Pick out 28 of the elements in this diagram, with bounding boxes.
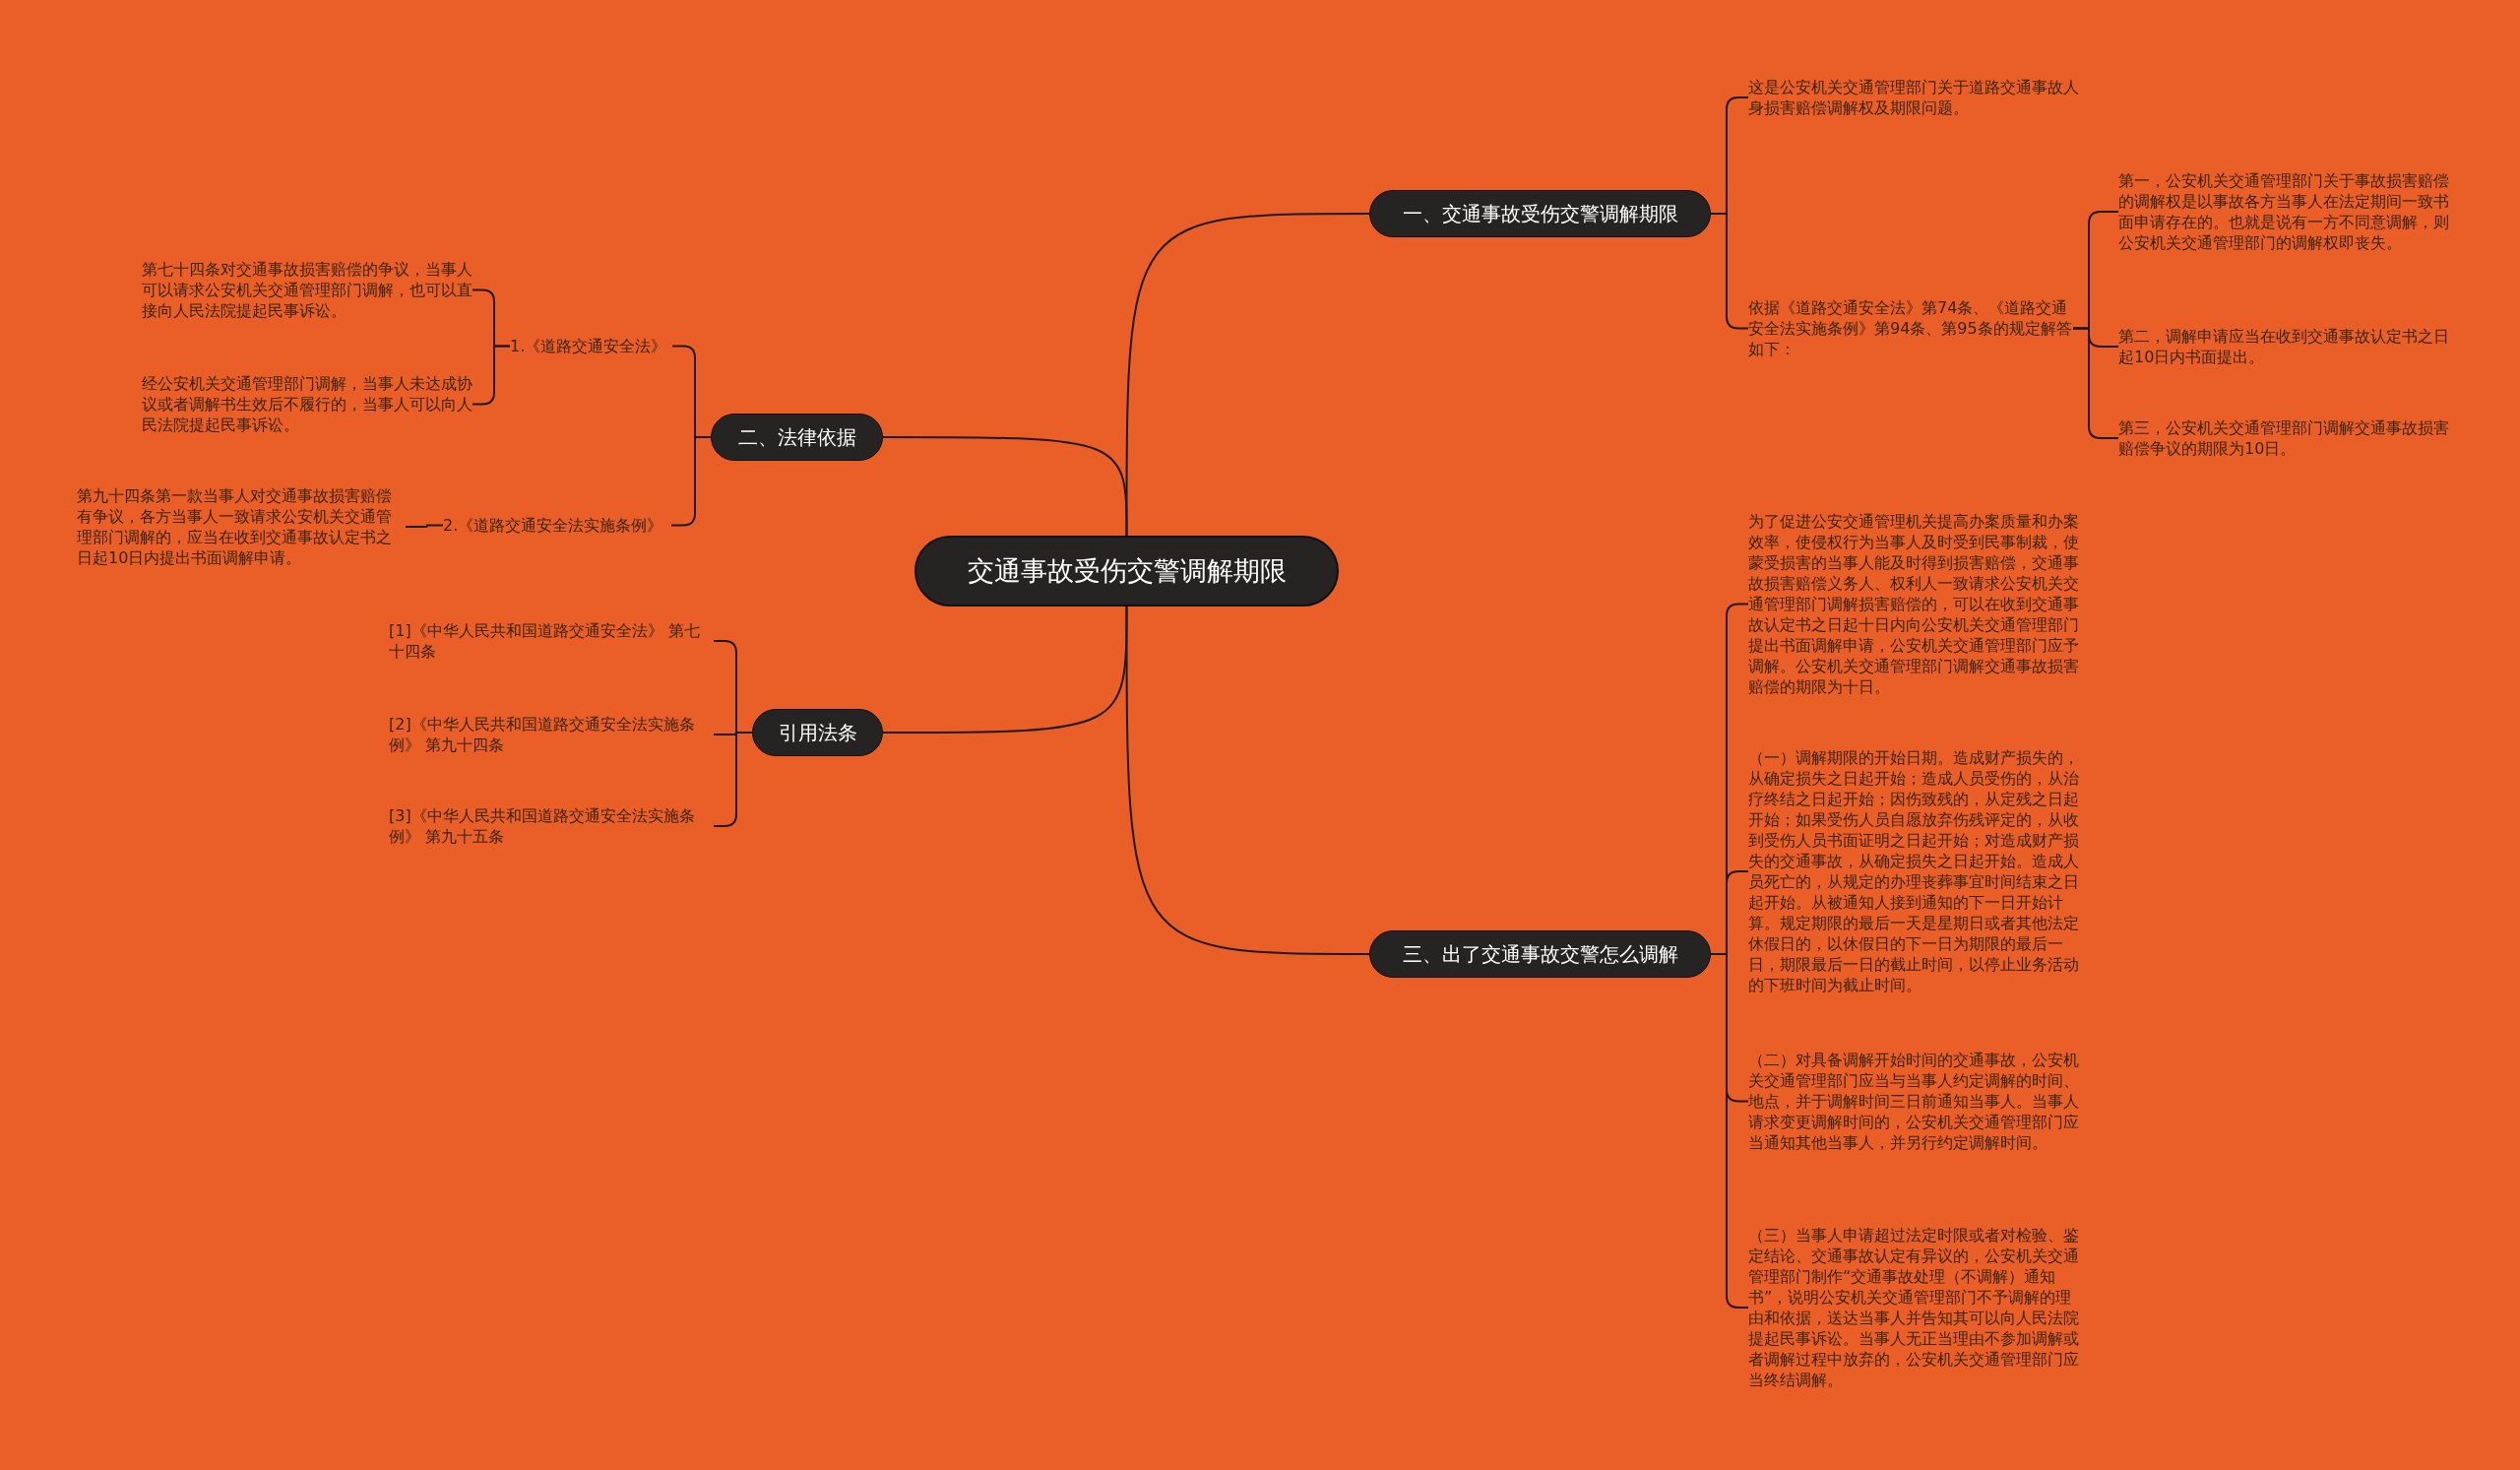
note-text: 2.《道路交通安全法实施条例》 (443, 515, 664, 536)
note-text: 第一，公安机关交通管理部门关于事故损害赔偿的调解权是以事故各方当事人在法定期间一致书面申请存在的。也就是说有一方不同意调解，则公安机关交通管理部门的调解权即丧失。 (2118, 170, 2450, 253)
connector-line (405, 524, 444, 528)
topic-node: 三、出了交通事故交警怎么调解 (1369, 930, 1711, 978)
connector-line (882, 606, 1128, 734)
note-text: 1.《道路交通安全法》 (510, 336, 668, 356)
note-text: 第七十四条对交通事故损害赔偿的争议，当事人可以请求公安机关交通管理部门调解，也可以直接向人民法院提起民事诉讼。 (142, 259, 472, 321)
connector-line (1125, 213, 1370, 537)
note-text: 依据《道路交通安全法》第74条、《道路交通安全法实施条例》第94条、第95条的规定解答如下： (1748, 297, 2073, 359)
note-text: 为了促进公安交通管理机关提高办案质量和办案效率，使侵权行为当事人及时受到民事制裁，使蒙受损害的当事人能及时得到损害赔偿，交通事故损害赔偿义务人、权利人一致请求公安机关交通管理部门调解损害赔偿的，可以在收到交通事故认定书之日起十日内向公安机关交通管理部门提出书面调解申请，公安机关交通管理部门应予调解。公安机关交通管理部门调解交通事故损害赔偿的期限为十日。 (1748, 511, 2079, 697)
central-topic-node: 交通事故受伤交警调解期限 (914, 536, 1339, 607)
connector-line (882, 436, 1128, 537)
note-text: [3]《中华人民共和国道路交通安全法实施条例》 第九十五条 (389, 805, 696, 847)
connector-line (1710, 213, 1749, 330)
note-text: 第三，公安机关交通管理部门调解交通事故损害赔偿争议的期限为10日。 (2118, 417, 2450, 459)
note-text: [2]《中华人民共和国道路交通安全法实施条例》 第九十四条 (389, 714, 696, 755)
note-text: 经公安机关交通管理部门调解，当事人未达成协议或者调解书生效后不履行的，当事人可以向人民法院提起民事诉讼。 (142, 373, 472, 435)
note-text: 第九十四条第一款当事人对交通事故损害赔偿有争议，各方当事人一致请求公安机关交通管理部门调解的，应当在收到交通事故认定书之日起10日内提出书面调解申请。 (77, 485, 393, 568)
note-text: （三）当事人申请超过法定时限或者对检验、鉴定结论、交通事故认定有异议的，公安机关交通管理部门制作“交通事故处理（不调解）通知书”，说明公安机关交通管理部门不予调解的理由和依据，送达当事人并告知其可以向人民法院提起民事诉讼。当事人无正当理由不参加调解或者调解过程中放弃的，公安机关交通管理部门应当终结调解。 (1748, 1225, 2079, 1390)
connector-line (1125, 606, 1370, 955)
note-text: （一）调解期限的开始日期。造成财产损失的，从确定损失之日起开始；造成人员受伤的，从治疗终结之日起开始；因伤致残的，从定残之日起开始；如果受伤人员自愿放弃伤残评定的，从收到受伤人员书面证明之日起开始；对造成财产损失的交通事故，从确定损失之日起开始。造成人员死亡的，从规定的办理丧葬事宜时间结束之日起开始。从被通知人接到通知的下一日开始计算。规定期限的最后一天是星期日或者其他法定休假日的，以休假日的下一日为期限的最后一日，期限最后一日的截止时间，以停止业务活动的下班时间为截止时间。 (1748, 747, 2079, 995)
topic-node: 二、法律依据 (711, 414, 883, 461)
topic-node: 引用法条 (752, 709, 883, 756)
topic-node: 一、交通事故受伤交警调解期限 (1369, 190, 1711, 237)
note-text: （二）对具备调解开始时间的交通事故，公安机关交通管理部门应当与当事人约定调解的时间、地点，并于调解时间三日前通知当事人。当事人请求变更调解时间的，公安机关交通管理部门应当通知其他当事人，并另行约定调解时间。 (1748, 1050, 2079, 1153)
note-text: [1]《中华人民共和国道路交通安全法》 第七十四条 (389, 620, 701, 662)
note-text: 第二，调解申请应当在收到交通事故认定书之日起10日内书面提出。 (2118, 326, 2450, 367)
note-text: 这是公安机关交通管理部门关于道路交通事故人身损害赔偿调解权及期限问题。 (1748, 77, 2080, 118)
